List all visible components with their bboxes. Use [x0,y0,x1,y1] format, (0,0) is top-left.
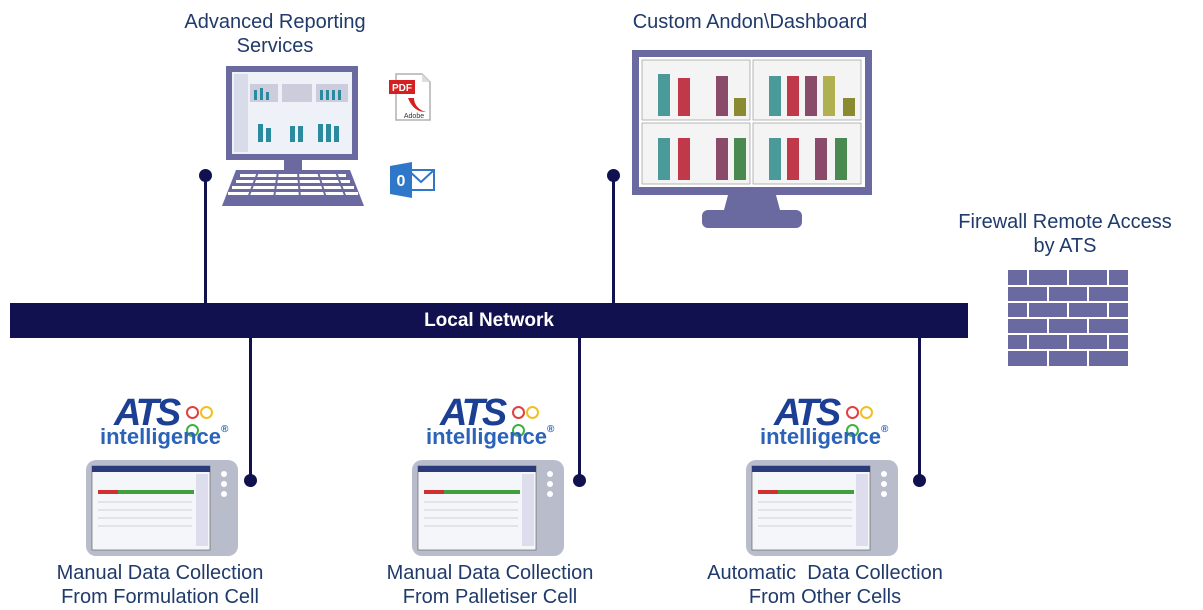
wire-cell1 [249,337,252,480]
cell1-label-line2: From Formulation Cell [61,586,259,608]
traffic-lights-icon [512,406,550,442]
cell2-label-line1: Manual Data Collection [386,562,594,584]
andon-monitor-icon [632,50,872,228]
firewall-label: Firewall Remote Access by ATS [930,210,1200,258]
tablet-icon-cell3 [746,460,898,556]
reporting-label: Advanced Reporting Services [170,10,380,58]
tablet-icon-cell2 [412,460,564,556]
node-reporting [199,169,212,182]
node-cell3 [913,474,926,487]
ats-logo-brand: ATS [440,392,507,434]
cell1-label-line1: Manual Data Collection [56,562,264,584]
andon-label: Custom Andon\Dashboard [590,10,910,34]
pdf-icon: PDF Adobe [389,73,431,121]
tablet-icon-cell1 [86,460,238,556]
cell3-label-line2: From Other Cells [748,586,902,608]
andon-label-line1: Custom Andon\Dashboard [632,11,868,33]
cell3-label-line1: Automatic Data Collection [707,562,943,584]
wire-reporting [204,176,207,304]
ats-logo-cell3: ATS intelligence® [754,392,888,456]
local-network-bar: Local Network [10,303,968,338]
firewall-icon [1008,270,1128,366]
reporting-label-line2: Services [236,35,314,57]
ats-logo-word: intelligence® [100,424,228,450]
ats-logo-reg: ® [881,424,889,435]
cell1-label: Manual Data Collection From Formulation … [20,561,300,609]
traffic-lights-icon [186,406,224,442]
node-andon [607,169,620,182]
ats-logo-brand: ATS [774,392,841,434]
ats-logo-cell1: ATS intelligence® [94,392,228,456]
ats-logo-reg: ® [221,424,229,435]
ats-logo-word-text: intelligence [426,424,548,449]
ats-logo-reg: ® [547,424,555,435]
outlook-icon: 0 [390,162,435,198]
node-cell2 [573,474,586,487]
outlook-icon-text: 0 [397,173,406,190]
cell2-label: Manual Data Collection From Palletiser C… [350,561,630,609]
reporting-label-line1: Advanced Reporting [184,11,366,33]
traffic-lights-icon [846,406,884,442]
wire-cell2 [578,337,581,480]
ats-logo-word-text: intelligence [100,424,222,449]
pdf-icon-text: PDF [392,83,412,94]
adobe-icon-text: Adobe [404,113,424,120]
node-cell1 [244,474,257,487]
cell3-label: Automatic Data Collection From Other Cel… [670,561,980,609]
local-network-label: Local Network [424,310,554,331]
ats-logo-word: intelligence® [426,424,554,450]
wire-cell3 [918,337,921,480]
cell2-label-line2: From Palletiser Cell [402,586,578,608]
ats-logo-word-text: intelligence [760,424,882,449]
wire-andon [612,176,615,304]
ats-logo-brand: ATS [114,392,181,434]
firewall-label-line1: Firewall Remote Access [958,211,1172,233]
ats-logo-cell2: ATS intelligence® [420,392,554,456]
reporting-computer-icon [222,66,364,206]
ats-logo-word: intelligence® [760,424,888,450]
firewall-label-line2: by ATS [1033,235,1097,257]
